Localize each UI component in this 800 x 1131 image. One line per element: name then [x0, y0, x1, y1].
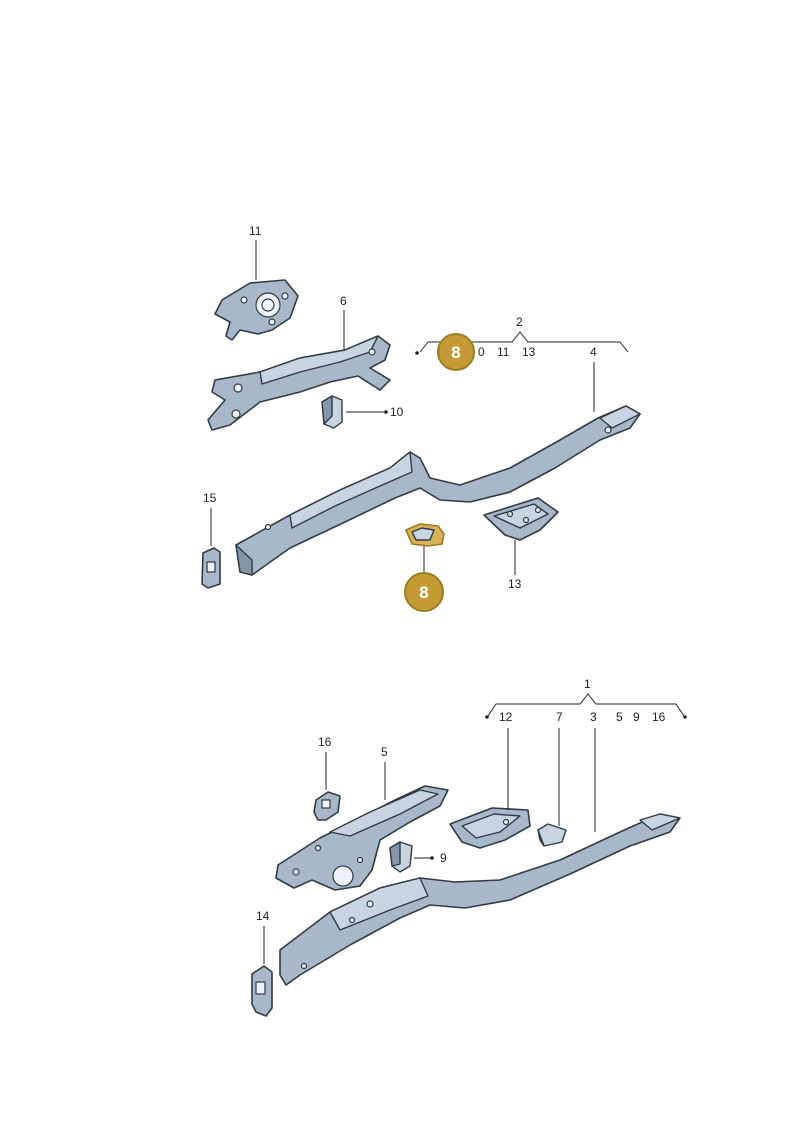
- label-9: 9: [440, 851, 447, 865]
- svg-text:8: 8: [419, 583, 428, 602]
- leader-10-dot: [384, 410, 388, 414]
- part-4-main-rail: [235, 405, 641, 576]
- part-13-tray: [483, 497, 559, 541]
- part-5-rail: [275, 785, 449, 891]
- group2-item-0: 0: [478, 345, 485, 359]
- label-5: 5: [381, 745, 388, 759]
- label-2: 2: [516, 315, 523, 329]
- part-16-bracket: [313, 791, 341, 821]
- group-bracket-1: [485, 693, 687, 719]
- group2-item-11: 11: [497, 345, 510, 359]
- part-7-block: [537, 823, 567, 847]
- part-8-highlighted[interactable]: [404, 523, 445, 547]
- part-12-tray: [449, 807, 531, 849]
- group-bracket-2: [415, 331, 629, 355]
- part-15-plate: [201, 547, 221, 589]
- group1-item-12: 12: [499, 710, 513, 724]
- label-14: 14: [256, 909, 270, 923]
- label-6: 6: [340, 294, 347, 308]
- part-14-plate: [251, 965, 273, 1017]
- part-11-bracket: [214, 279, 299, 341]
- label-10: 10: [390, 405, 404, 419]
- part-3-main-rail: [279, 813, 681, 986]
- group1-item-16: 16: [652, 710, 666, 724]
- part-9-bracket: [389, 841, 413, 873]
- badge-8-top[interactable]: 8: [437, 333, 475, 371]
- group1-item-7: 7: [556, 710, 563, 724]
- leader-9-dot: [430, 856, 434, 860]
- group1-item-9: 9: [633, 710, 640, 724]
- group1-item-3: 3: [590, 710, 597, 724]
- part-10-bracket: [321, 395, 343, 429]
- label-13: 13: [508, 577, 522, 591]
- label-1: 1: [584, 677, 591, 691]
- label-16: 16: [318, 735, 332, 749]
- group1-item-5: 5: [616, 710, 623, 724]
- badge-8-bottom[interactable]: 8: [404, 572, 444, 612]
- part-6-upper-rail: [207, 335, 391, 431]
- svg-text:8: 8: [451, 343, 460, 362]
- label-4: 4: [590, 345, 597, 359]
- label-15: 15: [203, 491, 217, 505]
- label-11: 11: [249, 224, 262, 238]
- group2-item-13: 13: [522, 345, 536, 359]
